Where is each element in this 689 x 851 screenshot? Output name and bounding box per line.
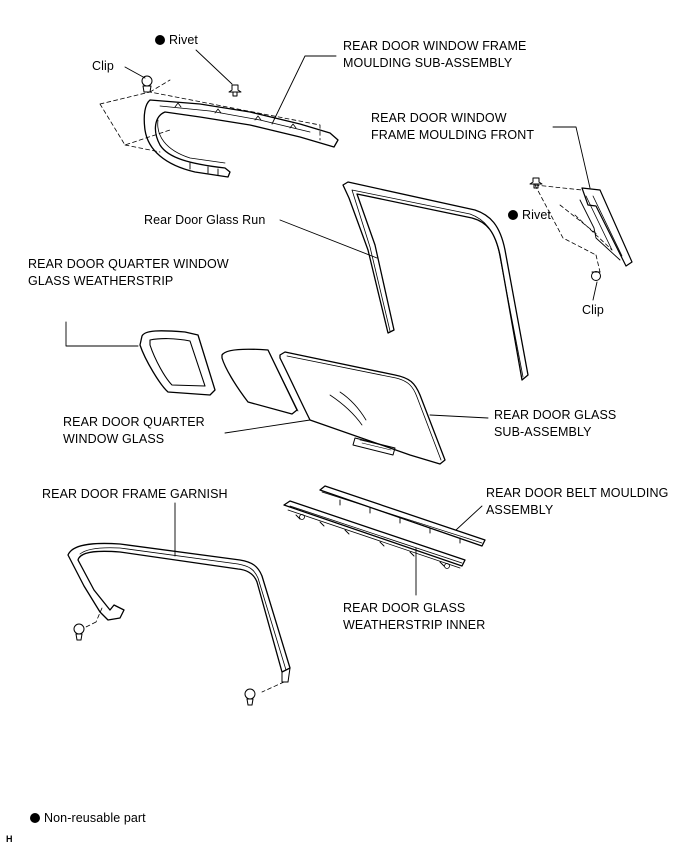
label-line-1: REAR DOOR GLASS [494, 408, 617, 422]
label-line-2: FRAME MOULDING FRONT [371, 128, 535, 142]
label-line-1: REAR DOOR QUARTER WINDOW [28, 257, 229, 271]
legend: Non-reusable part [30, 810, 146, 827]
label-clip-top: Clip [92, 59, 114, 73]
frame-moulding-front-part [529, 126, 633, 301]
label-clip-right: Clip [582, 303, 604, 317]
glass-weatherstrip-inner-part [283, 500, 466, 596]
label-belt-moulding: REAR DOOR BELT MOULDING ASSEMBLY [486, 485, 668, 519]
label-quarter-weatherstrip: REAR DOOR QUARTER WINDOW GLASS WEATHERST… [28, 256, 229, 290]
label-line-1: REAR DOOR GLASS [343, 601, 466, 615]
clip-right-part [591, 271, 601, 281]
label-line-1: REAR DOOR QUARTER [63, 415, 205, 429]
legend-text: Non-reusable part [44, 811, 146, 825]
glass-sub-assembly-part [279, 351, 489, 465]
label-line-2: ASSEMBLY [486, 503, 554, 517]
label-line-2: WEATHERSTRIP INNER [343, 618, 486, 632]
label-line-2: WINDOW GLASS [63, 432, 165, 446]
label-line-2: SUB-ASSEMBLY [494, 425, 592, 439]
label-rivet-top: Rivet [155, 32, 198, 49]
clip-garnish-bottom-part [244, 688, 256, 706]
label-glass-sub-assembly: REAR DOOR GLASS SUB-ASSEMBLY [494, 407, 616, 441]
label-glass-weatherstrip-inner: REAR DOOR GLASS WEATHERSTRIP INNER [343, 600, 485, 634]
non-reusable-dot-icon [155, 35, 165, 45]
quarter-window-glass-part [221, 348, 311, 434]
label-line-1: REAR DOOR BELT MOULDING [486, 486, 669, 500]
non-reusable-dot-icon [30, 813, 40, 823]
label-line-2: GLASS WEATHERSTRIP [28, 274, 174, 288]
frame-garnish-part [67, 502, 291, 706]
non-reusable-dot-icon [508, 210, 518, 220]
label-frame-moulding-sub-assembly: REAR DOOR WINDOW FRAME MOULDING SUB-ASSE… [343, 38, 526, 72]
label-line-2: MOULDING SUB-ASSEMBLY [343, 56, 513, 70]
rivet-right-part [529, 177, 543, 189]
label-quarter-glass: REAR DOOR QUARTER WINDOW GLASS [63, 414, 205, 448]
label-glass-run: Rear Door Glass Run [144, 213, 266, 227]
clip-top-part [141, 75, 153, 93]
belt-moulding-part [319, 485, 486, 547]
quarter-window-weatherstrip-part [65, 321, 216, 396]
label-frame-moulding-front: REAR DOOR WINDOW FRAME MOULDING FRONT [371, 110, 534, 144]
label-line-1: REAR DOOR WINDOW [371, 111, 507, 125]
clip-garnish-left-part [73, 623, 85, 641]
rivet-top-part [228, 84, 242, 97]
label-rivet-right: Rivet [508, 207, 551, 224]
label-rivet-right-text: Rivet [522, 208, 551, 222]
label-line-1: REAR DOOR WINDOW FRAME [343, 39, 527, 53]
frame-moulding-sub-assembly-part [99, 49, 339, 178]
label-rivet-top-text: Rivet [169, 33, 198, 47]
glass-run-part [279, 181, 529, 381]
label-frame-garnish: REAR DOOR FRAME GARNISH [42, 487, 228, 501]
figure-tag: H [6, 834, 13, 844]
